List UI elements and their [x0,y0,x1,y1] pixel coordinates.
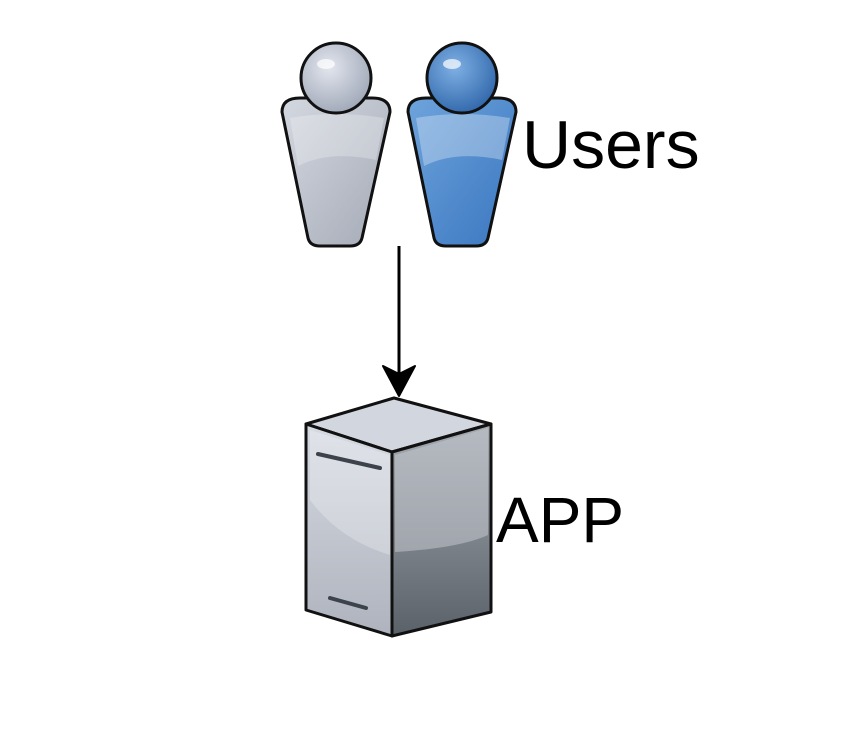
user-gray-icon [280,41,392,248]
user-blue-icon [406,41,518,248]
server-icon[interactable] [304,396,493,638]
edge-users-to-app [382,246,416,397]
app-label: APP [496,484,624,556]
users-label: Users [522,107,700,183]
users-icon[interactable] [280,41,518,248]
